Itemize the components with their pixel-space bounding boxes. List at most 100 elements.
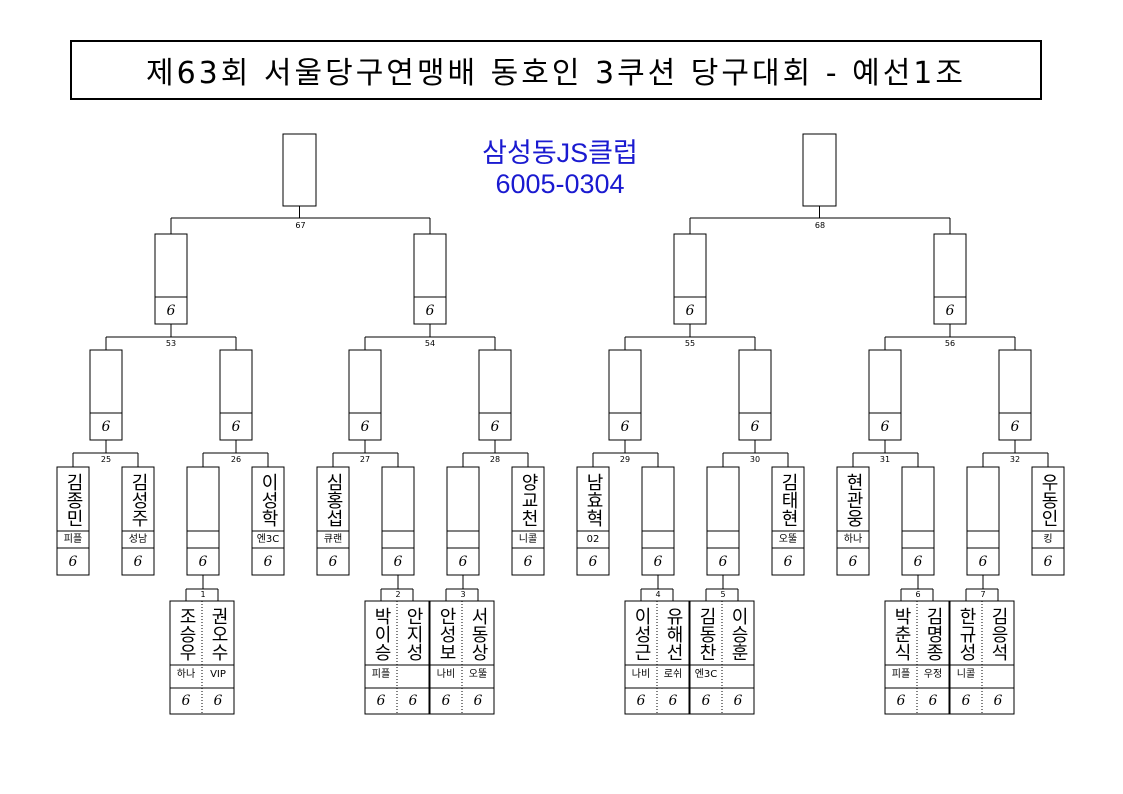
match-number: 3 bbox=[460, 590, 466, 599]
score-mark: 6 bbox=[458, 554, 468, 570]
player-name: 김성주 bbox=[128, 473, 149, 527]
score-mark: 6 bbox=[376, 693, 386, 709]
match-number: 55 bbox=[684, 339, 696, 348]
score-mark: 6 bbox=[441, 693, 451, 709]
club-name: 우정 bbox=[923, 669, 943, 680]
match-number: 56 bbox=[944, 339, 956, 348]
club-name: 오뚤 bbox=[468, 669, 488, 680]
semi-box bbox=[673, 233, 707, 325]
score-mark: 6 bbox=[880, 419, 890, 435]
score-mark: 6 bbox=[993, 693, 1003, 709]
club-name: 킹 bbox=[1043, 534, 1053, 545]
player-name: 권오수 bbox=[208, 607, 229, 661]
club-name: 나비 bbox=[436, 669, 456, 680]
score-mark: 6 bbox=[1010, 419, 1020, 435]
score-mark: 6 bbox=[133, 554, 143, 570]
match-number: 6 bbox=[915, 590, 921, 599]
club-name bbox=[723, 668, 753, 684]
quarter-box bbox=[348, 349, 382, 441]
score-mark: 6 bbox=[408, 693, 418, 709]
player-name: 안지성 bbox=[403, 607, 424, 661]
score-mark: 6 bbox=[928, 693, 938, 709]
match-number: 30 bbox=[749, 455, 761, 464]
score-mark: 6 bbox=[733, 693, 743, 709]
club-name: 엔3C bbox=[694, 669, 718, 680]
club-name: 피플 bbox=[891, 669, 911, 680]
match-number: 32 bbox=[1009, 455, 1021, 464]
match-number: 28 bbox=[489, 455, 501, 464]
player-name: 안성보 bbox=[436, 607, 457, 661]
venue-info: 삼성동JS클럽 6005-0304 bbox=[420, 138, 700, 200]
player-name: 심홍섭 bbox=[323, 473, 344, 527]
player-name: 김동찬 bbox=[696, 607, 717, 661]
player-name: 김응석 bbox=[988, 607, 1009, 661]
match-number: 4 bbox=[655, 590, 661, 599]
score-mark: 6 bbox=[68, 554, 78, 570]
player-name: 박이승 bbox=[371, 607, 392, 661]
match-number: 53 bbox=[165, 339, 177, 348]
score-mark: 6 bbox=[718, 554, 728, 570]
score-mark: 6 bbox=[896, 693, 906, 709]
round-box bbox=[316, 466, 350, 576]
player-name: 한규성 bbox=[956, 607, 977, 661]
player-name: 조승우 bbox=[176, 607, 197, 661]
final-box bbox=[802, 133, 837, 207]
round-box bbox=[836, 466, 870, 576]
match-number: 7 bbox=[980, 590, 986, 599]
player-name: 우동인 bbox=[1038, 473, 1059, 527]
club-name: 큐랜 bbox=[323, 534, 343, 545]
club-name bbox=[398, 668, 428, 684]
final-box bbox=[282, 133, 317, 207]
tournament-title: 제63회 서울당구연맹배 동호인 3쿠션 당구대회 - 예선1조 bbox=[70, 40, 1042, 100]
club-name: 나비 bbox=[631, 669, 651, 680]
match-number: 68 bbox=[814, 221, 826, 230]
player-name: 유해선 bbox=[663, 607, 684, 661]
club-name bbox=[983, 668, 1013, 684]
match-number: 29 bbox=[619, 455, 631, 464]
score-mark: 6 bbox=[360, 419, 370, 435]
player-name: 현관웅 bbox=[843, 473, 864, 527]
quarter-box bbox=[738, 349, 772, 441]
score-mark: 6 bbox=[166, 303, 176, 319]
match-number: 54 bbox=[424, 339, 436, 348]
score-mark: 6 bbox=[473, 693, 483, 709]
score-mark: 6 bbox=[101, 419, 111, 435]
score-mark: 6 bbox=[750, 419, 760, 435]
venue-phone: 6005-0304 bbox=[495, 169, 625, 199]
round-box bbox=[121, 466, 155, 576]
club-name: VIP bbox=[210, 669, 226, 680]
match-number: 26 bbox=[230, 455, 242, 464]
score-mark: 6 bbox=[636, 693, 646, 709]
club-name: 엔3C bbox=[256, 534, 280, 545]
club-name: 오뚤 bbox=[778, 534, 798, 545]
player-name: 김명종 bbox=[923, 607, 944, 661]
score-mark: 6 bbox=[393, 554, 403, 570]
score-mark: 6 bbox=[783, 554, 793, 570]
round-box bbox=[446, 466, 480, 576]
round-box bbox=[251, 466, 285, 576]
player-name: 서동상 bbox=[468, 607, 489, 661]
player-name: 이성근 bbox=[631, 607, 652, 661]
round-box bbox=[1031, 466, 1065, 576]
score-mark: 6 bbox=[490, 419, 500, 435]
score-mark: 6 bbox=[425, 303, 435, 319]
score-mark: 6 bbox=[848, 554, 858, 570]
player-name: 이승훈 bbox=[728, 607, 749, 661]
club-name: 니콜 bbox=[956, 669, 976, 680]
score-mark: 6 bbox=[263, 554, 273, 570]
venue-name: 삼성동JS클럽 bbox=[482, 138, 638, 168]
player-name: 김종민 bbox=[63, 473, 84, 527]
score-mark: 6 bbox=[978, 554, 988, 570]
score-mark: 6 bbox=[213, 693, 223, 709]
match-number: 5 bbox=[720, 590, 726, 599]
match-number: 25 bbox=[100, 455, 112, 464]
score-mark: 6 bbox=[231, 419, 241, 435]
club-name: 하나 bbox=[176, 669, 196, 680]
round-box bbox=[771, 466, 805, 576]
score-mark: 6 bbox=[945, 303, 955, 319]
score-mark: 6 bbox=[1043, 554, 1053, 570]
score-mark: 6 bbox=[685, 303, 695, 319]
club-name: 성남 bbox=[128, 534, 148, 545]
quarter-box bbox=[608, 349, 642, 441]
